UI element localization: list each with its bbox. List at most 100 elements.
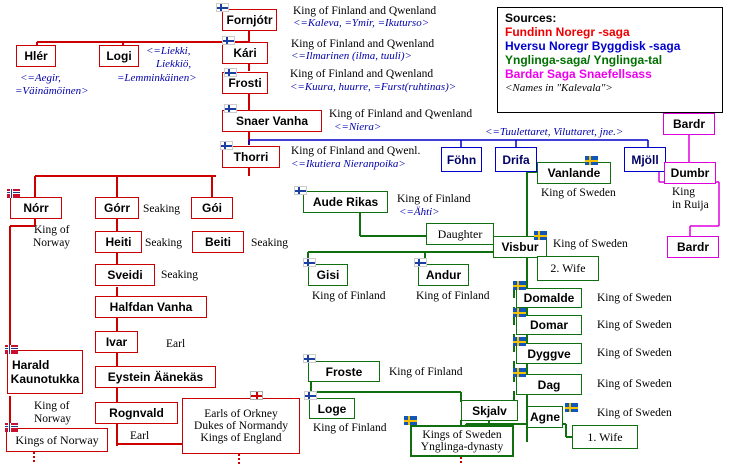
person-visbur: Visbur	[493, 236, 547, 258]
gisi-title: King of Finland	[312, 290, 386, 302]
person-name: Snaer Vanha	[235, 114, 309, 128]
norr-title-2: Norway	[33, 237, 71, 249]
magenta-connectors	[658, 133, 720, 236]
norr-title-1: King of	[34, 224, 70, 236]
person-name: Kári	[233, 46, 257, 60]
person-dyggve: Dyggve	[516, 343, 582, 364]
person-frosti: Frosti	[222, 72, 268, 94]
person-name: Nórr	[23, 201, 49, 215]
person-name: Hlér	[24, 49, 48, 63]
frosti-title: King of Finland and Qwenland	[290, 68, 434, 80]
person-name: Dumbr	[670, 166, 710, 180]
person-logi: Logi	[99, 45, 139, 67]
person-name: Gisi	[316, 268, 340, 282]
hler-note-2: =Väinämöinen>	[15, 85, 89, 97]
person-daughter: Daughter	[426, 223, 494, 245]
finland-flag-icon	[414, 258, 427, 267]
ivar-role: Earl	[166, 338, 186, 350]
red-connectors	[9, 31, 250, 446]
fornjotr-kalevala-note: <=Kaleva, =Ymir, =Ikuturso>	[293, 17, 430, 29]
domalde-title: King of Sweden	[597, 292, 672, 304]
andur-title: King of Finland	[416, 290, 490, 302]
person-bardr-top: Bardr	[663, 113, 715, 135]
person-name: Górr	[103, 201, 130, 215]
person-name: Bardr	[676, 240, 709, 254]
person-rognvald: Rognvald	[95, 402, 178, 424]
sweden-flag-icon	[513, 281, 526, 290]
person-froste: Froste	[308, 361, 380, 382]
person-heiti: Heiti	[95, 231, 142, 253]
person-name: Beiti	[204, 235, 231, 249]
group-line-2: Ynglinga-dynasty	[420, 441, 504, 453]
person-dag: Dag	[516, 374, 582, 395]
person-name: Skjalv	[472, 403, 507, 418]
norway-flag-icon	[5, 423, 18, 432]
legend-kalevala-note: <Names in "Kalevala">	[505, 82, 613, 94]
aude-title: King of Finland	[397, 193, 471, 205]
dumbr-title-1: King	[672, 186, 695, 198]
kings-of-norway: Kings of Norway	[6, 428, 108, 452]
person-name: Drifa	[502, 152, 530, 167]
sweden-flag-icon	[513, 337, 526, 346]
continuation-dots	[238, 454, 240, 466]
person-skjalv: Skjalv	[461, 400, 518, 421]
person-name: Agne	[530, 410, 560, 424]
person-ivar: Ivar	[95, 331, 138, 353]
finland-flag-icon	[304, 391, 317, 400]
harald-title-2: Norway	[34, 413, 72, 425]
sweden-flag-icon	[513, 308, 526, 317]
person-name: Bardr	[672, 117, 705, 131]
person-bardr-bottom: Bardr	[667, 236, 719, 258]
person-name: Logi	[106, 49, 132, 63]
person-beiti: Beiti	[192, 231, 244, 253]
person-name: Andur	[425, 268, 462, 282]
blue-connectors	[248, 139, 649, 148]
person-hler: Hlér	[16, 45, 56, 67]
sweden-flag-icon	[585, 156, 598, 165]
person-name: Sveidi	[107, 268, 143, 282]
person-name: Heiti	[105, 235, 132, 249]
person-fohn: Föhn	[441, 147, 482, 172]
continuation-dots	[33, 452, 35, 464]
logi-note-1: <=Liekki,	[146, 45, 191, 57]
agne-title: King of Sweden	[597, 407, 672, 419]
person-gisi: Gisi	[308, 264, 348, 286]
person-norr: Nórr	[10, 197, 62, 219]
person-loge: Loge	[309, 398, 355, 419]
person-name: Halfdan Vanha	[109, 300, 193, 314]
dag-title: King of Sweden	[597, 378, 672, 390]
person-name: Eystein Äänekäs	[107, 370, 204, 384]
rognvald-role: Earl	[130, 430, 150, 442]
person-harald-kaunotukka: Harald Kaunotukka	[7, 350, 83, 394]
finland-flag-icon	[220, 141, 233, 150]
person-wife-1: 1. Wife	[572, 425, 638, 449]
beiti-role: Seaking	[251, 237, 289, 249]
logi-note-3: =Lemminkäinen>	[117, 72, 197, 84]
finland-flag-icon	[224, 68, 237, 77]
person-name: Froste	[325, 364, 363, 379]
person-sveidi: Sveidi	[95, 264, 155, 286]
person-name: Ivar	[105, 335, 128, 349]
person-eystein: Eystein Äänekäs	[95, 366, 216, 388]
person-name-line-2: Kaunotukka	[10, 372, 80, 386]
person-name: Dag	[537, 377, 561, 392]
person-name: Thorri	[233, 150, 269, 164]
finland-flag-icon	[222, 36, 235, 45]
logi-note-2: Liekkiö,	[156, 58, 192, 70]
person-wife-2: 2. Wife	[537, 256, 599, 281]
earls-orkney-group: Earls of Orkney Dukes of Normandy Kings …	[182, 398, 300, 454]
thorri-title: King of Finland and Qwenl.	[291, 145, 421, 157]
person-halfdan-vanha: Halfdan Vanha	[95, 296, 207, 318]
finland-flag-icon	[303, 258, 316, 267]
person-name: Dyggve	[527, 346, 571, 361]
heiti-role: Seaking	[145, 237, 183, 249]
person-name: 1. Wife	[587, 429, 623, 444]
person-name: Mjöll	[631, 152, 659, 167]
finland-flag-icon	[294, 186, 307, 195]
finland-flag-icon	[303, 354, 316, 363]
person-drifa: Drifa	[495, 147, 537, 172]
person-goi: Gói	[191, 197, 233, 219]
person-name: Domalde	[523, 291, 575, 305]
